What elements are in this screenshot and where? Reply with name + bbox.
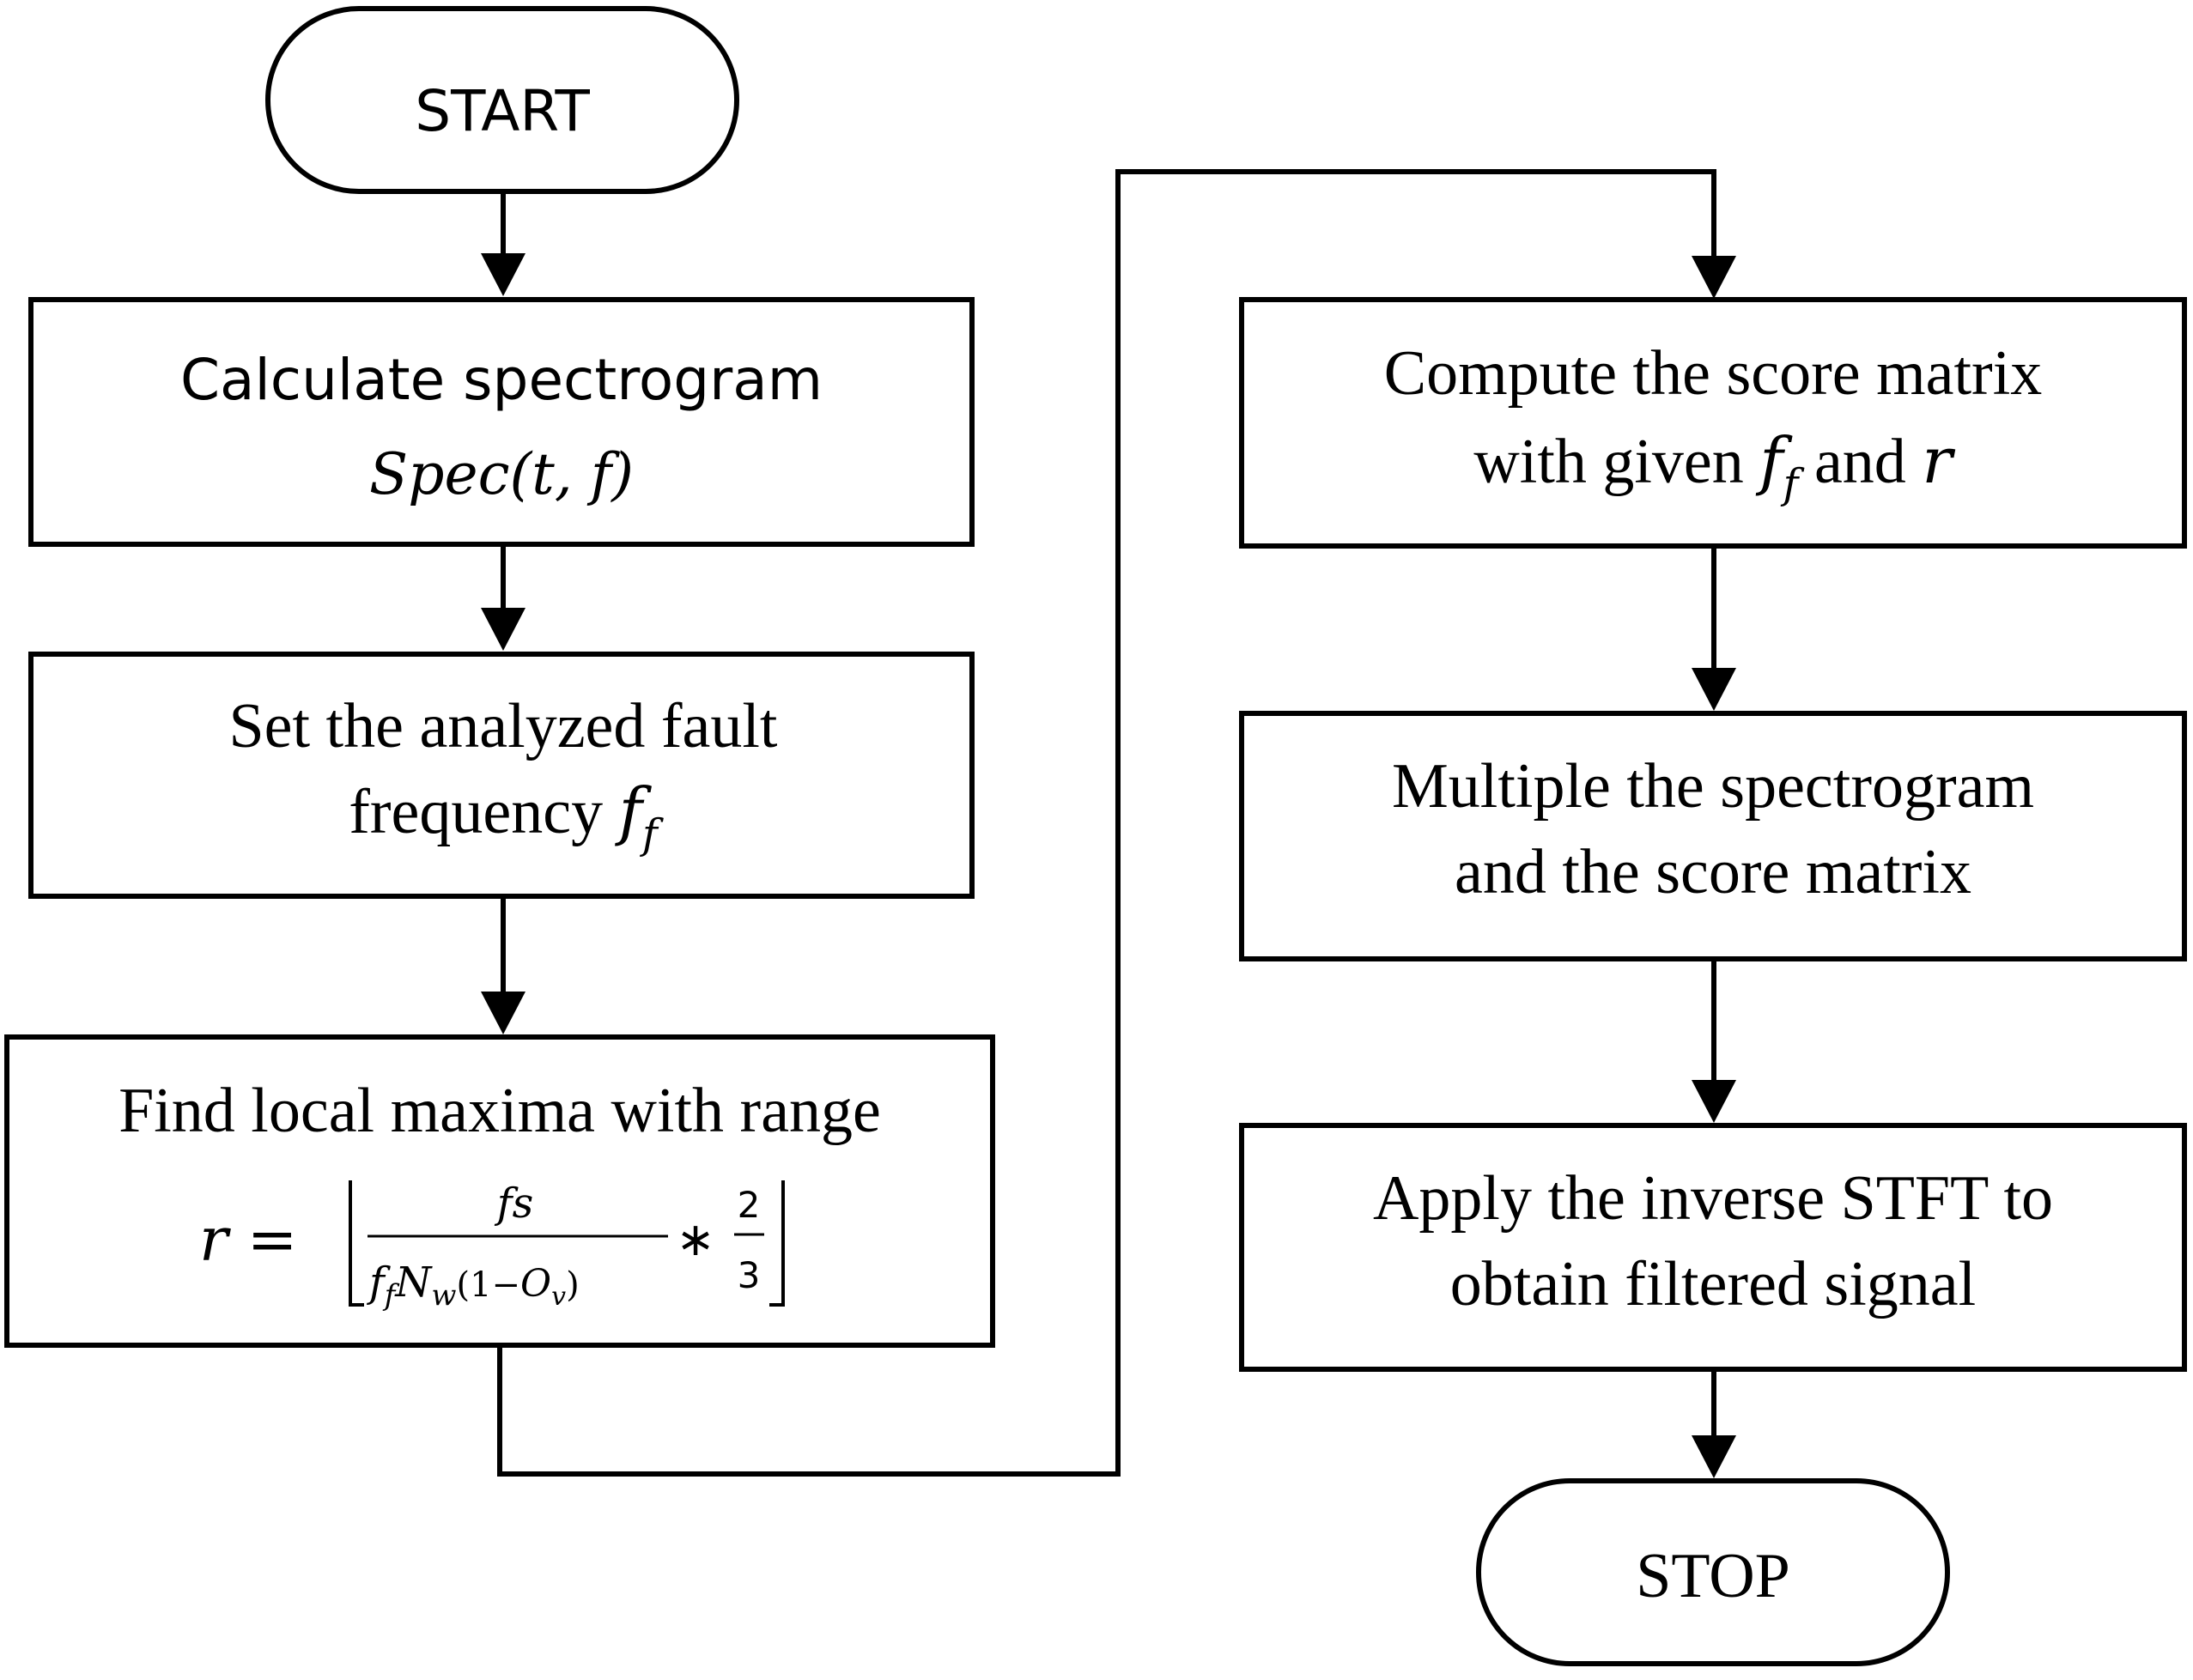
arrowhead-spectrogram	[481, 253, 525, 296]
connectors	[481, 169, 1736, 1478]
inverse-stft-line2: obtain filtered signal	[1450, 1249, 1976, 1319]
local-maxima-process: Find local maxima with range r = fs ffNw…	[4, 1034, 995, 1348]
score-matrix-line1: Compute the score matrix	[1384, 338, 2043, 409]
arrowhead-multiply	[1692, 668, 1736, 711]
fraction-numerator: fs	[495, 1180, 533, 1228]
fault-frequency-text: frequency	[349, 777, 618, 847]
local-maxima-box	[4, 1034, 995, 1348]
spectrogram-process: Calculate spectrogram Spec(t, f)	[28, 297, 975, 547]
multiply-process: Multiple the spectrogram and the score m…	[1239, 711, 2187, 961]
score-matrix-prefix: with given	[1473, 427, 1759, 497]
multiply-box	[1239, 711, 2187, 961]
frac2-numerator: 2	[738, 1184, 761, 1226]
arrowhead-stop	[1692, 1435, 1736, 1478]
multiply-line2: and the score matrix	[1455, 837, 1971, 907]
multiply-line1: Multiple the spectrogram	[1392, 751, 2034, 822]
den-open: (1−	[456, 1265, 520, 1305]
stop-label: STOP	[1636, 1541, 1790, 1611]
score-matrix-box	[1239, 297, 2187, 549]
local-maxima-line1: Find local maxima with range	[118, 1076, 881, 1146]
spectrogram-line1: Calculate spectrogram	[180, 347, 823, 413]
start-label: START	[415, 78, 590, 144]
connector-left-to-right-column	[497, 169, 1716, 1477]
score-matrix-line2: with given ff and r	[1473, 424, 1956, 508]
floor-bracket-right	[769, 1180, 785, 1307]
arrowhead-local-maxima	[481, 992, 525, 1034]
start-terminal: START	[265, 6, 739, 194]
fault-frequency-box	[28, 652, 975, 899]
frac2-denominator: 3	[738, 1254, 761, 1296]
inverse-stft-line1: Apply the inverse STFT to	[1373, 1163, 2053, 1234]
fault-frequency-line2: frequency ff	[349, 774, 664, 858]
arrowhead-inverse	[1692, 1080, 1736, 1123]
inverse-stft-box	[1239, 1123, 2187, 1372]
arrowhead-score-matrix	[1692, 256, 1736, 299]
fault-frequency-line1: Set the analyzed fault	[228, 691, 777, 761]
spectrogram-box	[28, 297, 975, 547]
inverse-stft-process: Apply the inverse STFT to obtain filtere…	[1239, 1123, 2187, 1372]
stop-terminal-shape	[1476, 1478, 1950, 1666]
formula-times: ∗	[676, 1212, 714, 1266]
den-close: )	[566, 1265, 580, 1305]
score-matrix-process: Compute the score matrix with given ff a…	[1239, 297, 2187, 549]
den-N: N	[394, 1258, 433, 1307]
stop-terminal: STOP	[1476, 1478, 1950, 1666]
den-O-sub: v	[551, 1282, 566, 1312]
score-r: r	[1922, 424, 1956, 498]
score-and: and	[1798, 427, 1922, 497]
floor-bracket-left	[349, 1180, 364, 1307]
start-terminal-shape	[265, 6, 739, 194]
formula-lhs: r =	[199, 1204, 297, 1275]
fraction-denominator: ffNw(1−Ov)	[367, 1258, 580, 1313]
fault-frequency-process: Set the analyzed fault frequency ff	[28, 652, 975, 899]
den-N-sub: w	[431, 1278, 456, 1313]
arrowhead-fault-frequency	[481, 608, 525, 651]
den-O: O	[520, 1262, 551, 1306]
range-formula: r = fs ffNw(1−Ov) ∗ 2 3	[199, 1180, 785, 1313]
spectrogram-formula: Spec(t, f)	[369, 441, 634, 507]
